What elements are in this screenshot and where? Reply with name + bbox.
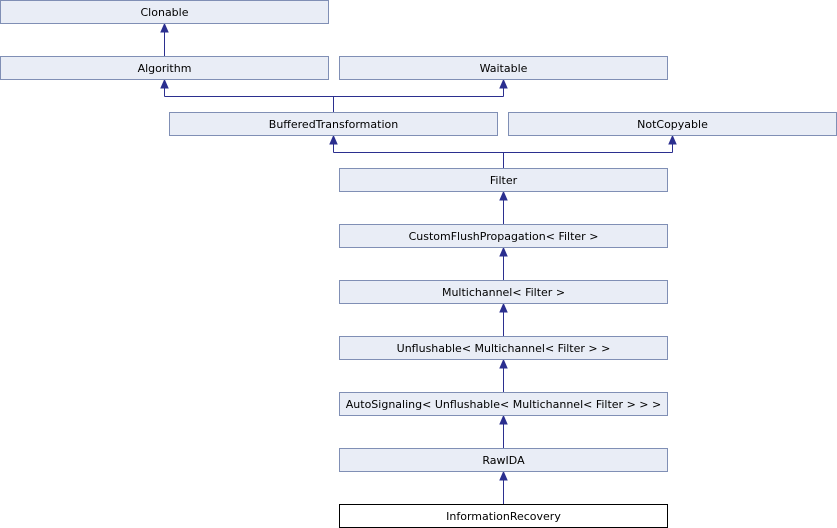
arrowhead-algorithm <box>160 78 169 89</box>
node-custom-flush-propagation[interactable]: CustomFlushPropagation< Filter > <box>339 224 668 248</box>
node-information-recovery: InformationRecovery <box>339 504 668 528</box>
inheritance-edges <box>160 22 677 504</box>
edge-filter-branch <box>333 152 673 168</box>
node-label: Filter <box>490 174 518 187</box>
node-multichannel[interactable]: Multichannel< Filter > <box>339 280 668 304</box>
edge-buffered-transformation-branch <box>164 96 504 112</box>
node-waitable[interactable]: Waitable <box>339 56 668 80</box>
node-label: RawIDA <box>482 454 525 467</box>
arrowhead-not-copyable <box>668 134 677 145</box>
arrowhead-raw-ida <box>499 470 508 481</box>
node-label: CustomFlushPropagation< Filter > <box>409 230 599 243</box>
node-label: BufferedTransformation <box>269 118 398 131</box>
node-label: Algorithm <box>138 62 192 75</box>
node-clonable[interactable]: Clonable <box>0 0 329 24</box>
arrowhead-clonable <box>160 22 169 33</box>
arrowhead-buffered-transformation <box>329 134 338 145</box>
node-label: Multichannel< Filter > <box>442 286 565 299</box>
node-algorithm[interactable]: Algorithm <box>0 56 329 80</box>
arrowhead-unflushable <box>499 358 508 369</box>
node-buffered-transformation[interactable]: BufferedTransformation <box>169 112 498 136</box>
node-label: Waitable <box>480 62 528 75</box>
node-raw-ida[interactable]: RawIDA <box>339 448 668 472</box>
node-not-copyable[interactable]: NotCopyable <box>508 112 837 136</box>
node-filter[interactable]: Filter <box>339 168 668 192</box>
node-label: InformationRecovery <box>446 510 561 523</box>
arrowhead-filter <box>499 190 508 201</box>
node-label: Unflushable< Multichannel< Filter > > <box>397 342 611 355</box>
arrowhead-multichannel <box>499 302 508 313</box>
arrowhead-custom-flush <box>499 246 508 257</box>
node-label: AutoSignaling< Unflushable< Multichannel… <box>346 398 661 411</box>
arrowhead-waitable <box>499 78 508 89</box>
node-label: Clonable <box>141 6 189 19</box>
node-unflushable[interactable]: Unflushable< Multichannel< Filter > > <box>339 336 668 360</box>
node-label: NotCopyable <box>637 118 708 131</box>
arrowhead-auto-signaling <box>499 414 508 425</box>
node-auto-signaling[interactable]: AutoSignaling< Unflushable< Multichannel… <box>339 392 668 416</box>
